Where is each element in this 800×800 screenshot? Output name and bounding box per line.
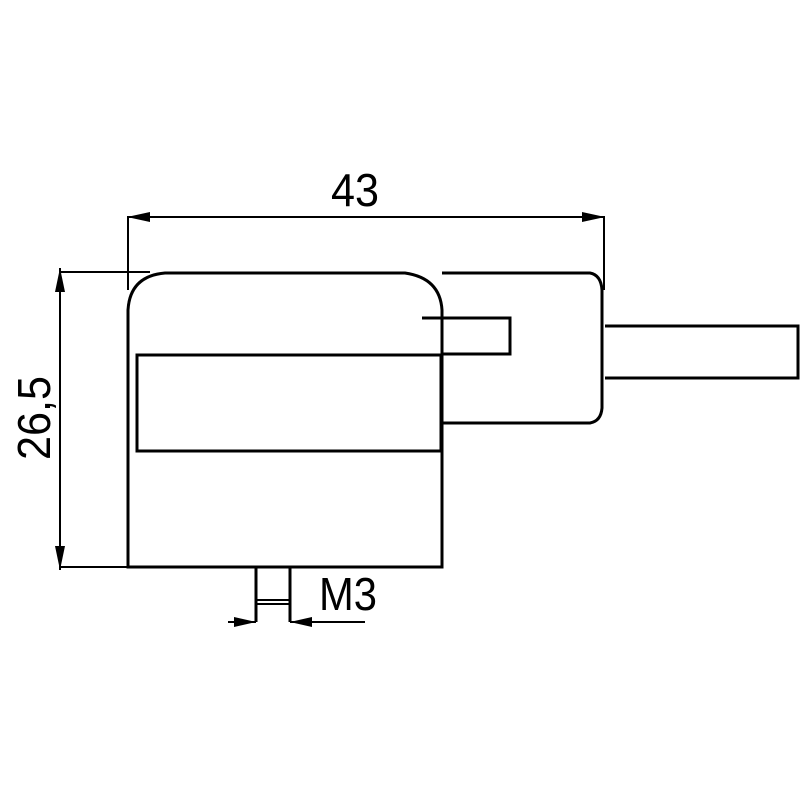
width-arrow-right-icon: [582, 212, 605, 222]
cable-housing: [442, 271, 604, 425]
width-arrow-left-icon: [127, 212, 150, 222]
height-dimension-label: 26,5: [8, 376, 60, 460]
thread-dimension-label: M3: [319, 568, 377, 620]
connector-body: [126, 271, 444, 569]
height-dimension: 26,5: [8, 268, 150, 570]
width-dimension-label: 43: [331, 164, 379, 216]
thread-arrow-right-icon: [290, 617, 312, 627]
cable: [605, 324, 800, 380]
m3-screw: [254, 567, 292, 622]
thread-arrow-left-icon: [234, 617, 256, 627]
height-arrow-top-icon: [55, 268, 65, 292]
locking-tab: [422, 316, 512, 356]
inner-window: [135, 353, 443, 453]
thread-dimension: M3: [228, 568, 377, 627]
width-dimension: 43: [127, 164, 605, 290]
height-arrow-bottom-icon: [55, 546, 65, 570]
